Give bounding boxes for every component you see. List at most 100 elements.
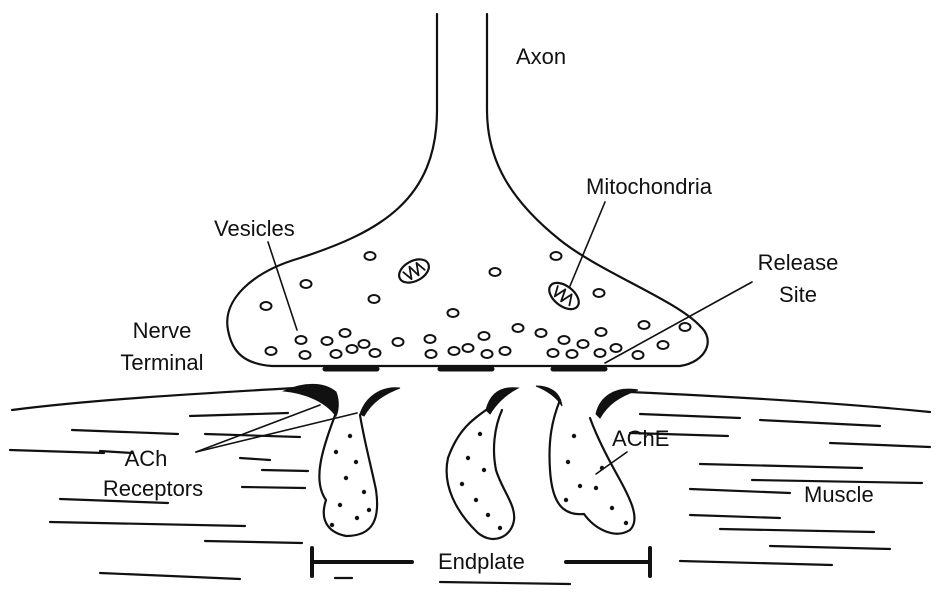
muscle-fiber [262, 470, 308, 471]
label-endplate: Endplate [438, 549, 525, 575]
vesicle [448, 309, 459, 317]
ache-dot [334, 450, 338, 454]
vesicle [365, 252, 376, 260]
vesicle [536, 329, 547, 337]
junctional-fold [447, 410, 515, 539]
ache-dot [498, 526, 502, 530]
ache-dot [610, 506, 614, 510]
muscle-fiber [242, 487, 305, 488]
label-ache: AChE [612, 426, 669, 452]
vesicle [301, 280, 312, 288]
ache-dot [566, 460, 570, 464]
muscle-fiber [700, 464, 862, 468]
vesicle [551, 252, 562, 260]
muscle-fiber [50, 522, 245, 526]
vesicle [596, 328, 607, 336]
ache-dot [478, 432, 482, 436]
vesicle [266, 347, 277, 355]
vesicle [633, 351, 644, 359]
ache-dot [354, 460, 358, 464]
ache-dot [474, 498, 478, 502]
junctional-fold [549, 400, 634, 534]
vesicle [426, 350, 437, 358]
ache-dot [564, 498, 568, 502]
ach-receptor [360, 388, 400, 416]
ache-dot [486, 513, 490, 517]
vesicle [559, 336, 570, 344]
leader-line-release-site [605, 282, 752, 363]
muscle-fiber [760, 420, 880, 426]
muscle-fiber [720, 529, 874, 532]
ach-receptor [284, 384, 338, 416]
vesicle [567, 350, 578, 358]
vesicle [300, 351, 311, 359]
vesicle [370, 349, 381, 357]
muscle-fiber [690, 515, 780, 518]
leader-line-vesicles [268, 242, 297, 330]
vesicle [425, 335, 436, 343]
mitochondrion [395, 255, 433, 288]
leader-line-ach-1 [196, 405, 320, 452]
label-nerve-terminal-line2: Terminal [106, 350, 218, 376]
muscle-fiber [690, 489, 790, 493]
muscle-fiber [680, 561, 832, 565]
vesicle [548, 349, 559, 357]
ache-dot [624, 521, 628, 525]
ache-dot [482, 468, 486, 472]
muscle-fiber [830, 443, 930, 447]
muscle-fiber [10, 450, 104, 453]
leader-line-ach-2 [196, 413, 357, 452]
vesicle [479, 332, 490, 340]
vesicle [500, 347, 511, 355]
junctional-fold [319, 410, 377, 536]
ache-dot [572, 434, 576, 438]
ache-dot [460, 482, 464, 486]
label-ach-receptors-line2: Receptors [86, 476, 220, 502]
vesicle [680, 323, 691, 331]
label-axon: Axon [516, 44, 566, 70]
ach-receptor [596, 389, 638, 418]
vesicle [331, 350, 342, 358]
muscle-fiber [72, 430, 178, 434]
muscle-fiber [205, 434, 300, 437]
leader-line-ache [596, 452, 627, 474]
vesicle [369, 295, 380, 303]
ache-dot [594, 486, 598, 490]
muscle-fiber [190, 413, 288, 416]
label-muscle: Muscle [804, 482, 874, 508]
label-nerve-terminal-line1: Nerve [108, 318, 216, 344]
vesicle [611, 344, 622, 352]
ache-dot [600, 466, 604, 470]
label-ach-receptors-line1: ACh [96, 446, 196, 472]
vesicle [359, 340, 370, 348]
ache-dot [466, 456, 470, 460]
vesicle [322, 337, 333, 345]
muscle-fiber [440, 582, 570, 584]
vesicle [296, 336, 307, 344]
vesicle [261, 302, 272, 310]
ache-dot [344, 476, 348, 480]
vesicle [393, 338, 404, 346]
vesicles [261, 252, 691, 359]
muscle-surface-left [12, 388, 295, 410]
vesicle [595, 349, 606, 357]
muscle-fiber [240, 458, 270, 460]
ache-dot [362, 490, 366, 494]
mitochondrion-membrane [544, 278, 583, 315]
vesicle [340, 329, 351, 337]
vesicle [513, 324, 524, 332]
label-vesicles: Vesicles [214, 216, 295, 242]
ache-dot [367, 508, 371, 512]
muscle-fiber [205, 541, 302, 543]
vesicle [639, 321, 650, 329]
ache-dot [330, 523, 334, 527]
vesicle [594, 289, 605, 297]
ache-dot [578, 484, 582, 488]
vesicle [482, 350, 493, 358]
vesicle [347, 345, 358, 353]
ache-dot [348, 434, 352, 438]
label-mitochondria: Mitochondria [586, 174, 712, 200]
vesicle [490, 268, 501, 276]
vesicle [463, 344, 474, 352]
